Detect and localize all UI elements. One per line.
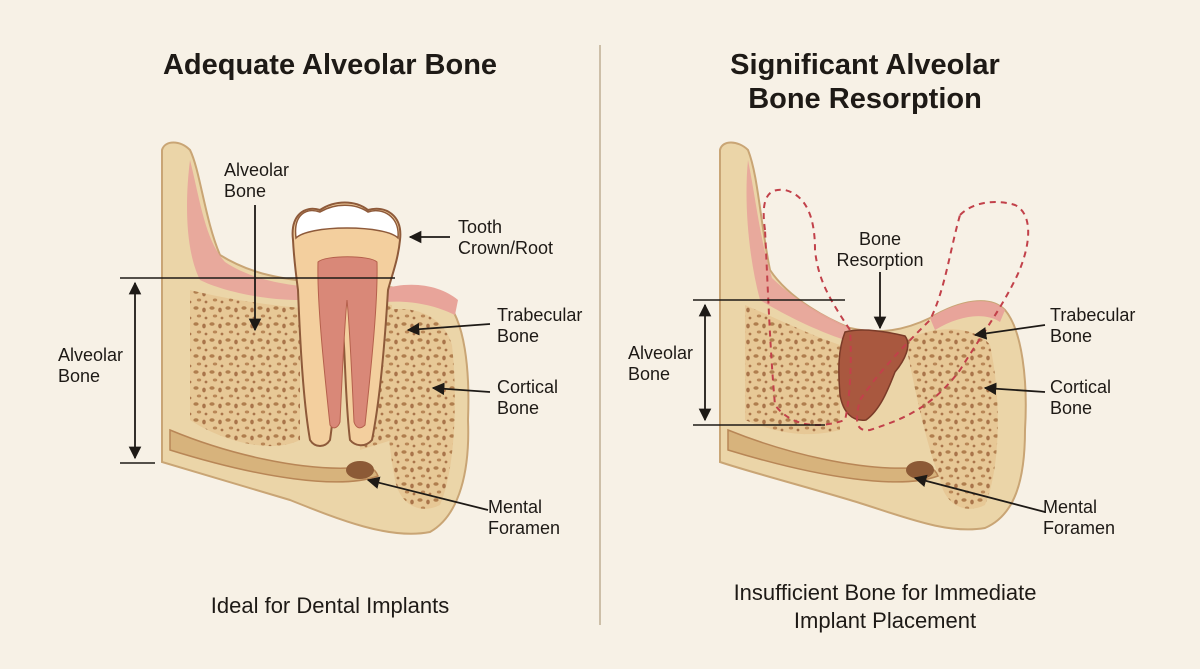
right-gum [746,160,850,340]
right-trabecular-leader [973,324,1046,340]
left-label-cortical: Cortical Bone [497,377,559,418]
left-mental-foramen-shape [346,461,374,479]
right-caption: Insufficient Bone for Immediate Implant … [733,580,1037,633]
left-label-tooth: Tooth Crown/Root [458,217,554,258]
left-caption: Ideal for Dental Implants [210,593,450,618]
right-label-trabecular: Trabecular Bone [1050,305,1136,346]
right-foramen-leader [913,474,1046,513]
right-label-mental-foramen: Mental Foramen [1043,497,1116,538]
right-jaw-diagram [693,141,1046,531]
right-label-bone-resorption: Bone Resorption [836,229,924,270]
right-mental-foramen-shape [906,461,934,479]
right-label-cortical: Cortical Bone [1050,377,1112,418]
left-trabecular-bone [190,290,300,447]
left-tooth [291,201,402,447]
dashed-outline-right [856,201,1030,432]
right-panel-title: Significant Alveolar Bone Resorption [730,49,1000,115]
left-label-alveolar-bone-side: Alveolar Bone [58,345,124,386]
left-label-trabecular: Trabecular Bone [497,305,583,346]
right-cortical-leader [983,382,1046,396]
left-trabecular-leader [406,322,491,336]
left-gum [187,160,330,300]
left-label-alveolar-bone-top: Alveolar Bone [224,160,290,201]
left-foramen-leader [366,476,489,511]
right-label-alveolar-bone-side: Alveolar Bone [628,343,694,384]
left-label-mental-foramen: Mental Foramen [488,497,561,538]
left-cortical-leader [431,382,491,396]
resorption-defect [838,329,909,421]
left-panel-title: Adequate Alveolar Bone [162,49,498,81]
left-jaw-diagram [120,141,491,535]
right-trabecular-bone [745,305,840,435]
